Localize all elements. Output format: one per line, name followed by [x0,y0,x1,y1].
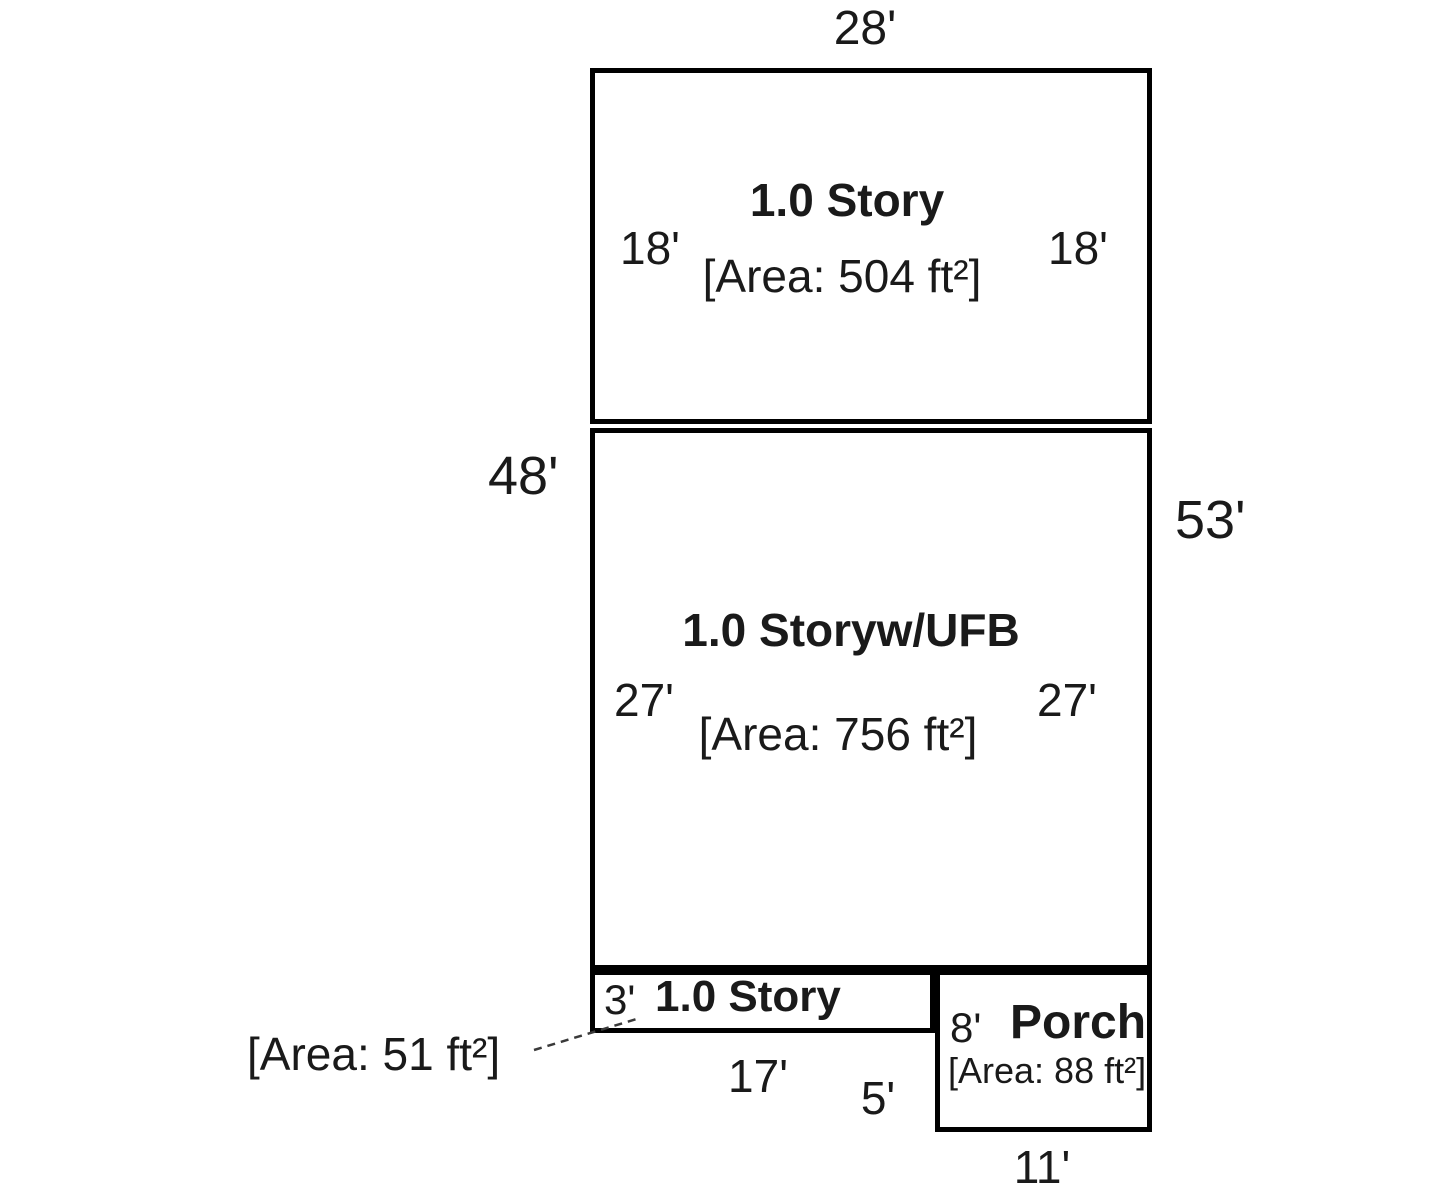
leader-line [533,1016,641,1052]
dim-upper-left-height: 18' [620,222,680,274]
dim-addition-height: 3' [604,976,636,1023]
dim-middle-left-height: 27' [614,674,674,726]
dim-porch-height: 8' [950,1004,982,1051]
porch-area: [Area: 88 ft²] [948,1050,1147,1091]
dim-porch-side: 5' [860,1072,896,1124]
dim-top-width: 28' [833,2,897,55]
porch-title: Porch [1010,996,1147,1049]
dim-left-total-height: 48' [488,446,559,506]
dim-addition-width: 17' [728,1050,788,1102]
middle-section-title: 1.0 Storyw/UFB [682,604,1020,656]
addition-area-callout: [Area: 51 ft²] [247,1028,501,1080]
upper-section-area: [Area: 504 ft²] [702,250,982,302]
addition-outline [590,970,935,1033]
porch-outline [935,970,1152,1132]
addition-title: 1.0 Story [655,972,841,1021]
upper-story-outline [590,68,1152,424]
dim-right-total-height: 53' [1175,490,1246,550]
middle-section-area: [Area: 756 ft²] [698,708,978,760]
upper-section-title: 1.0 Story [749,174,945,226]
dim-upper-right-height: 18' [1048,222,1108,274]
middle-story-ufb-outline [590,428,1152,970]
dim-middle-right-height: 27' [1037,674,1097,726]
dim-porch-width: 11' [1013,1141,1071,1193]
